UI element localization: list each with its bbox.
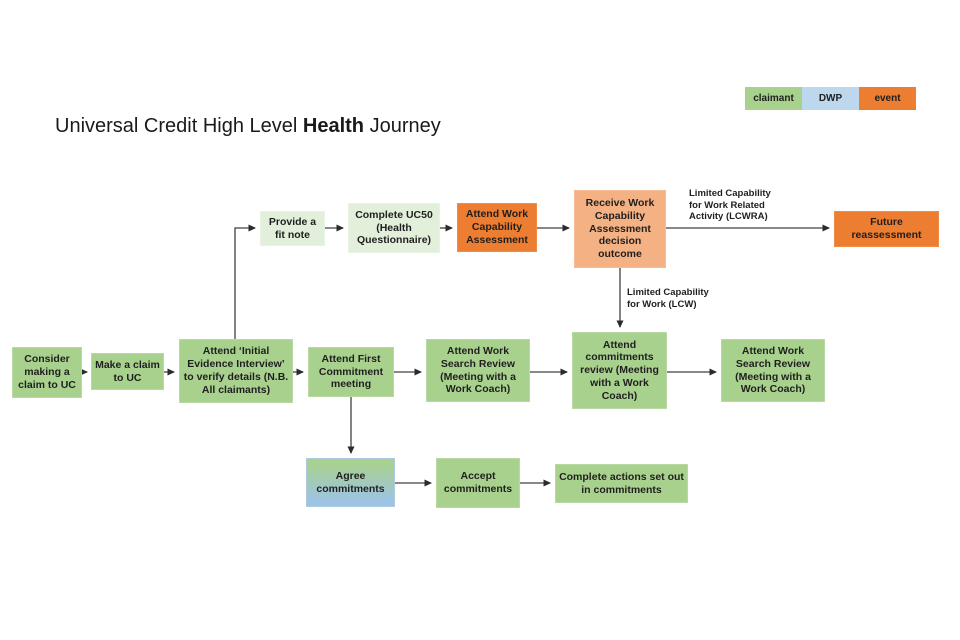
node-commitments-review: Attend commitments review (Meeting with … xyxy=(572,332,667,409)
title-prefix: Universal Credit High Level xyxy=(55,115,303,137)
node-work-search-review-1: Attend Work Search Review (Meeting with … xyxy=(426,339,530,402)
node-accept-commitments: Accept commitments xyxy=(436,458,520,508)
node-agree-commitments: Agree commitments xyxy=(306,458,395,507)
node-work-search-review-2: Attend Work Search Review (Meeting with … xyxy=(721,339,825,402)
page-title: Universal Credit High Level Health Journ… xyxy=(55,112,441,140)
node-wca-decision-outcome: Receive Work Capability Assessment decis… xyxy=(574,190,666,268)
edge-label-lcw: Limited Capability for Work (LCW) xyxy=(627,287,709,310)
node-first-commitment-meeting: Attend First Commitment meeting xyxy=(308,347,394,397)
legend: claimant DWP event xyxy=(745,87,916,110)
title-bold-word: Health xyxy=(302,115,365,137)
legend-claimant: claimant xyxy=(745,87,802,110)
legend-event: event xyxy=(859,87,916,110)
node-complete-uc50: Complete UC50 (Health Questionnaire) xyxy=(348,203,440,253)
node-future-reassessment: Future reassessment xyxy=(834,211,939,247)
legend-dwp: DWP xyxy=(802,87,859,110)
node-work-capability-assessment: Attend Work Capability Assessment xyxy=(457,203,537,252)
node-complete-actions: Complete actions set out in commitments xyxy=(555,464,688,503)
node-make-claim: Make a claim to UC xyxy=(91,353,164,390)
node-initial-evidence-interview: Attend ‘Initial Evidence Interview’ to v… xyxy=(179,339,293,403)
node-consider-claim: Consider making a claim to UC xyxy=(12,347,82,398)
title-suffix: Journey xyxy=(364,115,441,137)
edge-label-lcwra: Limited Capability for Work Related Acti… xyxy=(689,188,771,222)
node-provide-fit-note: Provide a fit note xyxy=(260,211,325,246)
